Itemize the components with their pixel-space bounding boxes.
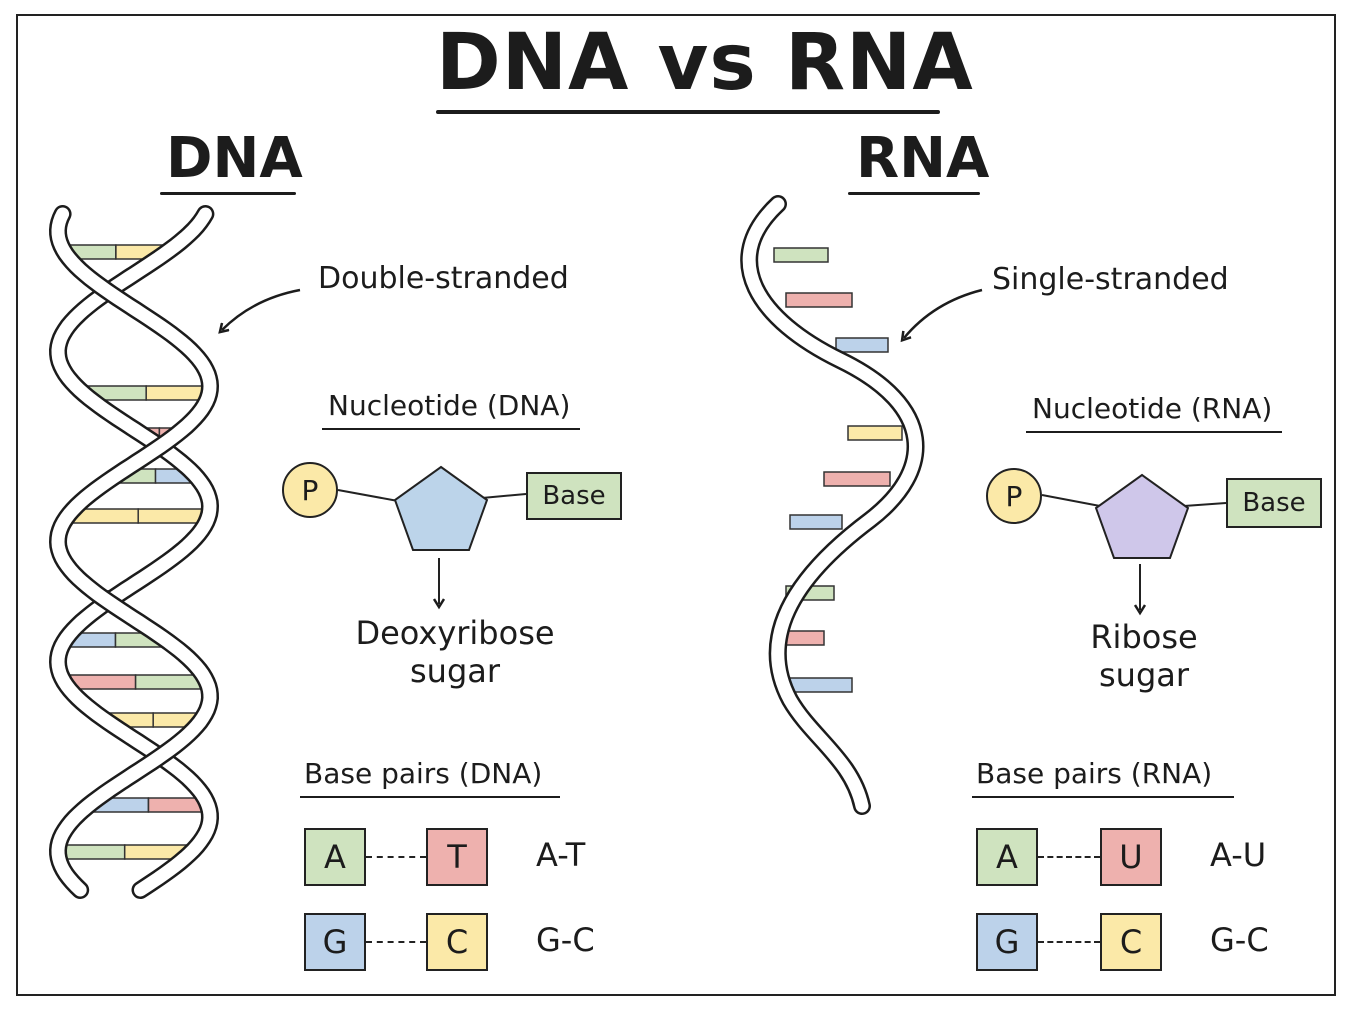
dna-nucleotide-diagram bbox=[337, 465, 527, 604]
dna-pair1-text: A-T bbox=[536, 836, 586, 874]
rna-sugar-line2: sugar bbox=[1098, 656, 1190, 694]
rna-phosphate-circle: P bbox=[986, 468, 1042, 524]
main-title-underline bbox=[436, 110, 940, 114]
rna-pair1-text: A-U bbox=[1210, 836, 1267, 874]
rna-pairs-heading: Base pairs (RNA) bbox=[976, 757, 1213, 790]
rna-base-rungs bbox=[773, 247, 903, 693]
rna-pairs-underline bbox=[972, 796, 1234, 798]
dna-double-helix bbox=[48, 205, 220, 899]
dna-sugar-caption: Deoxyribose sugar bbox=[330, 614, 580, 690]
rna-pair2-bond bbox=[1038, 941, 1100, 943]
rna-base-blue bbox=[835, 337, 889, 353]
dna-pair1-bond bbox=[366, 856, 426, 858]
rna-base-blue bbox=[789, 514, 843, 530]
rna-section-title: RNA bbox=[856, 126, 990, 191]
rna-base-yellow bbox=[847, 425, 903, 441]
dna-title-underline bbox=[160, 192, 296, 195]
rna-pair2-left-box: G bbox=[976, 913, 1038, 971]
dna-pair2-bond bbox=[366, 941, 426, 943]
rna-pair1-bond bbox=[1038, 856, 1100, 858]
rna-nucleotide-heading: Nucleotide (RNA) bbox=[1032, 392, 1273, 425]
dna-pairs-underline bbox=[300, 796, 560, 798]
dna-strand-label: Double-stranded bbox=[318, 261, 569, 296]
rna-pair2-text: G-C bbox=[1210, 921, 1269, 959]
dna-rung-12-left bbox=[57, 844, 126, 860]
dna-sugar-line2: sugar bbox=[409, 652, 501, 690]
rna-base-green bbox=[773, 247, 829, 263]
rna-label-arrow bbox=[904, 288, 983, 338]
dna-pair2-right-box: C bbox=[426, 913, 488, 971]
rna-nucleotide-diagram bbox=[1041, 473, 1227, 610]
rna-sugar-caption: Ribose sugar bbox=[1040, 618, 1248, 694]
main-title: DNA vs RNA bbox=[436, 18, 974, 108]
dna-section-title: DNA bbox=[166, 126, 303, 191]
rna-pair1-right-box: U bbox=[1100, 828, 1162, 886]
rna-base-red bbox=[823, 471, 891, 487]
dna-nucleotide-underline bbox=[322, 428, 580, 430]
dna-pair2-left-box: G bbox=[304, 913, 366, 971]
rna-nucleotide-underline bbox=[1026, 431, 1282, 433]
dna-pair1-left-box: A bbox=[304, 828, 366, 886]
rna-title-underline bbox=[848, 192, 980, 195]
dna-phosphate-circle: P bbox=[282, 462, 338, 518]
dna-pair1-right-box: T bbox=[426, 828, 488, 886]
rna-strand-label: Single-stranded bbox=[992, 262, 1229, 297]
diagram-frame bbox=[16, 14, 1336, 996]
rna-sugar-line1: Ribose bbox=[1090, 618, 1198, 656]
dna-sugar-line1: Deoxyribose bbox=[355, 614, 555, 652]
rna-base-blue bbox=[787, 677, 853, 693]
dna-nucleotide-heading: Nucleotide (DNA) bbox=[328, 389, 571, 422]
rna-base-red bbox=[785, 292, 853, 308]
rna-pair2-right-box: C bbox=[1100, 913, 1162, 971]
dna-label-arrow bbox=[222, 288, 301, 330]
rna-pair1-left-box: A bbox=[976, 828, 1038, 886]
rna-base-box: Base bbox=[1226, 478, 1322, 528]
dna-pair2-text: G-C bbox=[536, 921, 595, 959]
dna-pairs-heading: Base pairs (DNA) bbox=[304, 757, 543, 790]
deoxyribose-pentagon bbox=[393, 465, 489, 551]
rna-single-strand bbox=[740, 195, 925, 815]
dna-base-box: Base bbox=[526, 472, 622, 520]
ribose-pentagon bbox=[1094, 473, 1190, 559]
